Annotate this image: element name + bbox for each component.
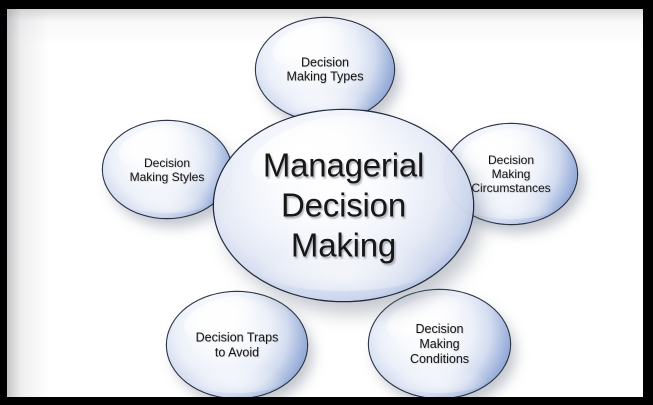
bubble-label: Decision Making Conditions <box>409 321 470 366</box>
bubble-label: Decision Making Types <box>286 54 364 84</box>
bubble-decision-traps-to-avoid[interactable]: Decision Traps to Avoid <box>167 292 307 397</box>
bubble-decision-making-types[interactable]: Decision Making Types <box>256 18 394 121</box>
bubble-label: Decision Traps to Avoid <box>195 330 279 359</box>
bubble-decision-making-styles[interactable]: Decision Making Styles <box>103 121 231 218</box>
diagram-canvas: Decision Making Types Decision Making St… <box>7 9 643 397</box>
bubble-label: Decision Making Styles <box>129 155 205 184</box>
bubble-decision-making-conditions[interactable]: Decision Making Conditions <box>369 290 510 397</box>
center-bubble-label: Managerial Decision Making <box>262 146 425 264</box>
bubble-managerial-decision-making[interactable]: Managerial Decision Making <box>214 110 473 301</box>
